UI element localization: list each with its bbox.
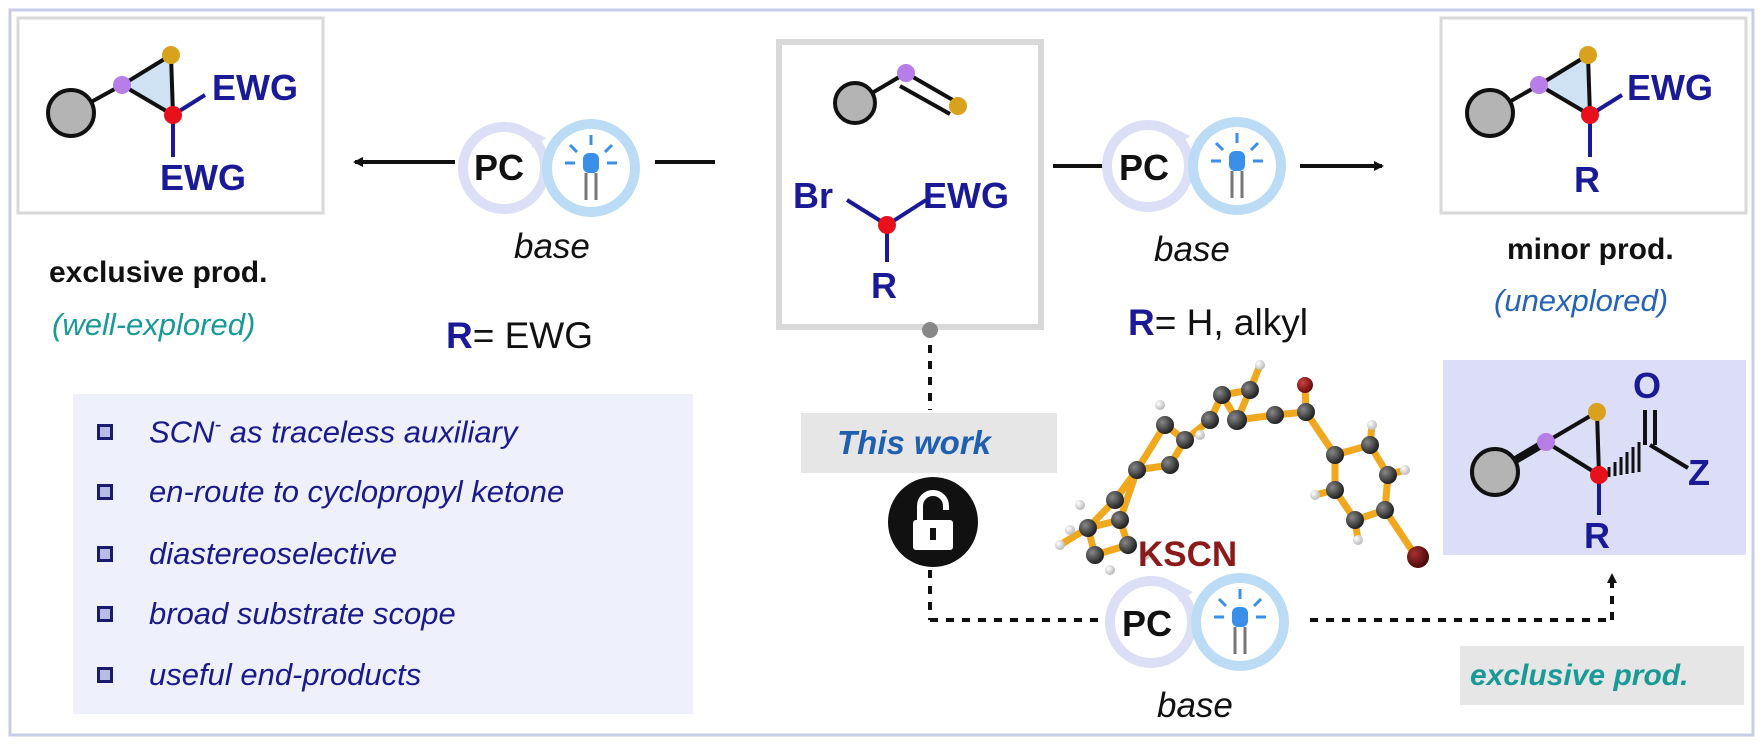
right-photocatalyst-icon (1102, 117, 1286, 215)
right-caption: minor prod. (1507, 233, 1674, 266)
features-panel: SCN- as traceless auxiliary en-route to … (73, 394, 693, 714)
crystal-structure-model (1055, 360, 1429, 575)
this-work-condition: base (1157, 686, 1233, 725)
red-node (164, 106, 182, 124)
right-pc-label: PC (1119, 147, 1170, 188)
this-work-product-o: O (1633, 365, 1662, 406)
exclusive-prod-box (1460, 646, 1744, 705)
right-product-r: R (1574, 159, 1600, 200)
purple-node (897, 64, 915, 82)
gray-group-node (833, 81, 877, 125)
right-r-definition: R= H, alkyl (1128, 302, 1308, 343)
feature-item: SCN- as traceless auxiliary (97, 412, 517, 452)
left-caption: exclusive prod. (49, 256, 268, 289)
alkene-structure (833, 64, 967, 125)
left-product-ewg-bottom: EWG (160, 157, 246, 198)
this-work-product-r: R (1584, 515, 1610, 556)
gray-group-node (1470, 447, 1520, 497)
right-status: (unexplored) (1494, 283, 1669, 318)
red-node (878, 216, 896, 234)
left-cyclopropane-structure (46, 46, 207, 157)
purple-node (113, 76, 131, 94)
this-work-product-z: Z (1688, 452, 1710, 493)
left-photocatalyst-icon (458, 119, 640, 217)
feature-item: useful end-products (97, 655, 421, 695)
bullet-square-icon (97, 606, 113, 622)
outer-frame (8, 8, 1755, 737)
purple-node (1537, 433, 1555, 451)
this-work-label-box (801, 413, 1057, 473)
this-work-cyclopropane-structure (1470, 403, 1690, 515)
connector-origin-dot (922, 322, 938, 338)
this-work-result-label: exclusive prod. (1470, 659, 1689, 692)
this-work-pc-label: PC (1122, 603, 1173, 644)
gold-node (949, 97, 967, 115)
center-ewg-label: EWG (923, 175, 1009, 216)
unlock-icon (888, 477, 978, 567)
left-pc-label: PC (474, 147, 525, 188)
bullet-square-icon (97, 546, 113, 562)
gray-group-node (1465, 88, 1515, 138)
right-product-ewg: EWG (1627, 67, 1713, 108)
bullet-square-icon (97, 484, 113, 500)
gray-group-node (46, 88, 96, 138)
purple-node (1530, 76, 1548, 94)
left-condition: base (514, 227, 590, 266)
red-node (1581, 106, 1599, 124)
gold-node (162, 46, 180, 64)
left-r-definition: R= EWG (446, 315, 594, 356)
right-condition: base (1154, 230, 1230, 269)
feature-item: broad substrate scope (97, 594, 456, 634)
bullet-square-icon (97, 424, 113, 440)
bromo-reagent-structure (845, 198, 928, 262)
red-node (1590, 466, 1608, 484)
left-product-ewg-top: EWG (212, 67, 298, 108)
this-work-photocatalyst-icon (1105, 573, 1289, 671)
left-status: (well-explored) (52, 307, 256, 342)
feature-item: diastereoselective (97, 534, 397, 574)
center-r-label: R (871, 265, 897, 306)
kscn-label: KSCN (1138, 535, 1238, 574)
gold-node (1588, 403, 1606, 421)
right-cyclopropane-structure (1465, 46, 1624, 157)
gold-node (1579, 46, 1597, 64)
this-work-label: This work (837, 424, 992, 461)
feature-item: en-route to cyclopropyl ketone (97, 472, 564, 512)
bullet-square-icon (97, 667, 113, 683)
center-br-label: Br (793, 175, 834, 216)
